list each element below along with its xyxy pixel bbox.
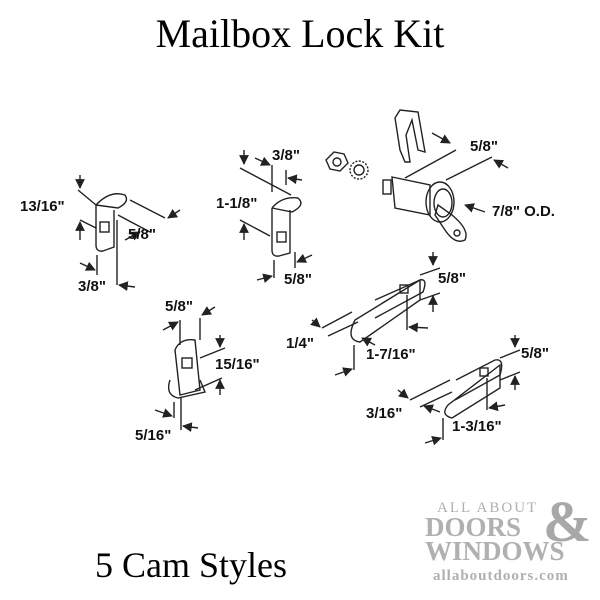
page-title: Mailbox Lock Kit bbox=[155, 11, 445, 56]
dim-clip-width: 5/8" bbox=[470, 138, 498, 155]
cam-long-offset-drawing bbox=[310, 252, 441, 377]
logo-line2: DOORS bbox=[425, 512, 522, 542]
dim-cam4-length: 1-7/16" bbox=[366, 346, 416, 363]
logo-ampersand: & bbox=[543, 489, 592, 554]
logo-line1: ALL ABOUT bbox=[437, 500, 539, 516]
dim-cam3-width: 5/8" bbox=[165, 298, 193, 315]
subtitle: 5 Cam Styles bbox=[95, 545, 288, 585]
cam-offset-hook-drawing bbox=[154, 306, 226, 433]
dim-cam3-height: 15/16" bbox=[215, 356, 260, 373]
dim-cylinder-diameter: 7/8" O.D. bbox=[492, 203, 555, 220]
dim-cam5-width: 5/8" bbox=[521, 345, 549, 362]
logo-line3: WINDOWS bbox=[425, 536, 565, 566]
cam-tall-hook-drawing bbox=[239, 150, 313, 284]
dim-cam3-thickness: 5/16" bbox=[135, 427, 172, 444]
dim-cam5-length: 1-3/16" bbox=[452, 418, 502, 435]
dim-cam1-length: 5/8" bbox=[128, 226, 156, 243]
dim-cam1-width: 3/8" bbox=[78, 278, 106, 295]
dim-cam5-offset: 3/16" bbox=[366, 405, 403, 422]
cam-short-offset-drawing bbox=[397, 335, 521, 446]
dim-cam4-width: 5/8" bbox=[438, 270, 466, 287]
dim-cam2-width: 5/8" bbox=[284, 271, 312, 288]
logo-url: allaboutdoors.com bbox=[433, 568, 569, 584]
dim-cam1-height: 13/16" bbox=[20, 198, 65, 215]
lock-cylinder-drawing bbox=[325, 109, 509, 242]
dim-cam2-height: 1-1/8" bbox=[216, 195, 258, 212]
cam-small-hook-drawing bbox=[75, 175, 181, 291]
dim-cam4-offset: 1/4" bbox=[286, 335, 314, 352]
dim-cam2-offset: 3/8" bbox=[272, 147, 300, 164]
